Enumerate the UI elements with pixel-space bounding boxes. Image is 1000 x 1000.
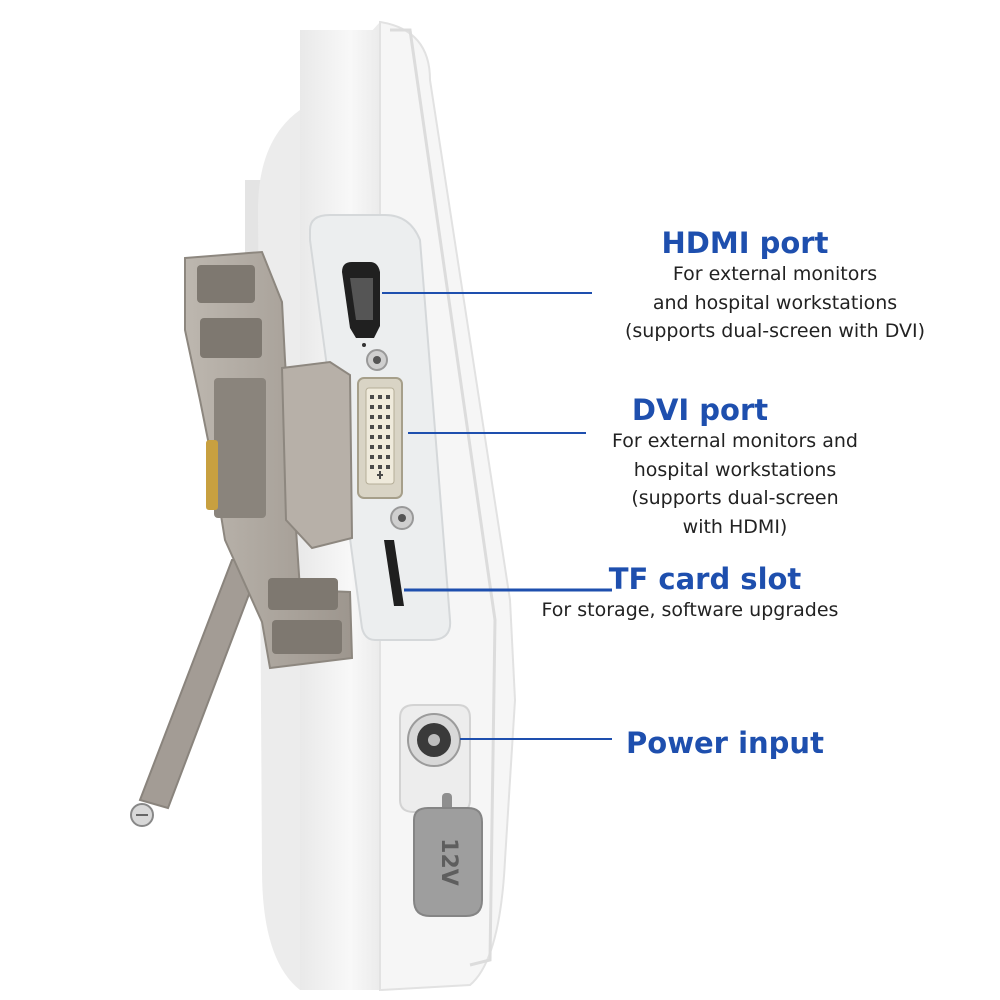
power-callout: Power input <box>600 726 850 760</box>
rubber-plug-icon: 12V <box>413 793 483 917</box>
dvi-screw-top-icon <box>366 349 388 371</box>
hdmi-port-icon <box>342 262 380 347</box>
power-title: Power input <box>626 726 824 760</box>
hdmi-description: For external monitors and hospital works… <box>624 263 926 342</box>
dvi-screw-bottom-icon <box>390 506 414 530</box>
dc-jack-icon <box>399 704 471 813</box>
stand-bracket-icon <box>184 250 354 670</box>
hdmi-title: HDMI port <box>661 226 829 260</box>
plug-label: 12V <box>436 838 461 886</box>
kickstand-icon <box>130 559 264 827</box>
tf-callout: TF card slot For storage, software upgra… <box>500 562 880 625</box>
dvi-description: For external monitors and hospital works… <box>612 430 858 538</box>
dvi-port-icon <box>357 377 403 499</box>
tf-description: For storage, software upgrades <box>541 599 839 621</box>
tf-slot-icon <box>384 540 404 606</box>
dvi-callout: DVI port For external monitors and hospi… <box>560 393 910 541</box>
leader-lines <box>382 292 612 740</box>
hdmi-callout: HDMI port For external monitors and hosp… <box>600 226 950 346</box>
dvi-title: DVI port <box>631 393 769 427</box>
tf-title: TF card slot <box>608 562 802 596</box>
